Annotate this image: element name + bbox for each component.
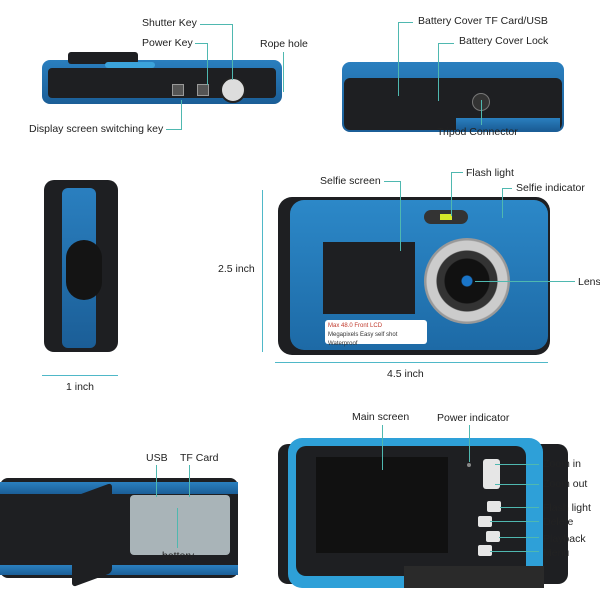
label-battery: battery bbox=[162, 550, 195, 562]
playback-button[interactable] bbox=[486, 531, 500, 542]
label-main-screen: Main screen bbox=[352, 411, 410, 423]
label-rope-hole: Rope hole bbox=[260, 38, 308, 50]
label-tripod-connector: Tripod Connector bbox=[437, 126, 518, 138]
sticker-line-2: Megapixels Easy self shot Waterproof bbox=[328, 332, 398, 347]
menu-button[interactable] bbox=[478, 545, 492, 556]
label-selfie-indicator: Selfie indicator bbox=[516, 182, 585, 194]
display-switch-icon bbox=[172, 84, 184, 96]
label-side-width: 1 inch bbox=[66, 381, 95, 393]
label-zoom-in: Zoom in bbox=[543, 458, 581, 470]
label-delete: Delete bbox=[543, 516, 574, 528]
label-tf-card: TF Card bbox=[180, 452, 219, 464]
flash-button[interactable] bbox=[487, 501, 501, 512]
label-battery-cover-lock: Battery Cover Lock bbox=[459, 35, 549, 47]
label-power-indicator: Power indicator bbox=[437, 412, 510, 424]
label-menu: Menu bbox=[543, 547, 570, 559]
label-front-length: 4.5 inch bbox=[387, 368, 424, 380]
selfie-screen bbox=[323, 242, 415, 314]
flash-light-icon bbox=[440, 214, 452, 220]
label-zoom-out: Zoom out bbox=[543, 478, 588, 490]
label-selfie-screen: Selfie screen bbox=[320, 175, 381, 187]
label-lens: Lens bbox=[578, 276, 600, 288]
label-flash-light-button: Flash light bbox=[543, 502, 591, 514]
label-power-key: Power Key bbox=[142, 37, 193, 49]
label-battery-cover-tf-usb: Battery Cover TF Card/USB bbox=[418, 15, 548, 27]
label-usb: USB bbox=[146, 452, 168, 464]
label-front-height: 2.5 inch bbox=[218, 263, 255, 275]
sticker-line-1: Max 48.0 Front LCD bbox=[328, 323, 383, 329]
delete-button[interactable] bbox=[478, 516, 492, 527]
shutter-key-icon bbox=[220, 77, 246, 103]
zoom-buttons[interactable] bbox=[483, 459, 500, 489]
label-shutter-key: Shutter Key bbox=[142, 17, 197, 29]
label-flash-light: Flash light bbox=[466, 167, 514, 179]
label-playback: Playback bbox=[543, 533, 586, 545]
label-display-switch-key: Display screen switching key bbox=[29, 123, 164, 135]
main-screen bbox=[316, 457, 448, 553]
power-indicator-light bbox=[467, 463, 471, 467]
power-key-icon bbox=[197, 84, 209, 96]
